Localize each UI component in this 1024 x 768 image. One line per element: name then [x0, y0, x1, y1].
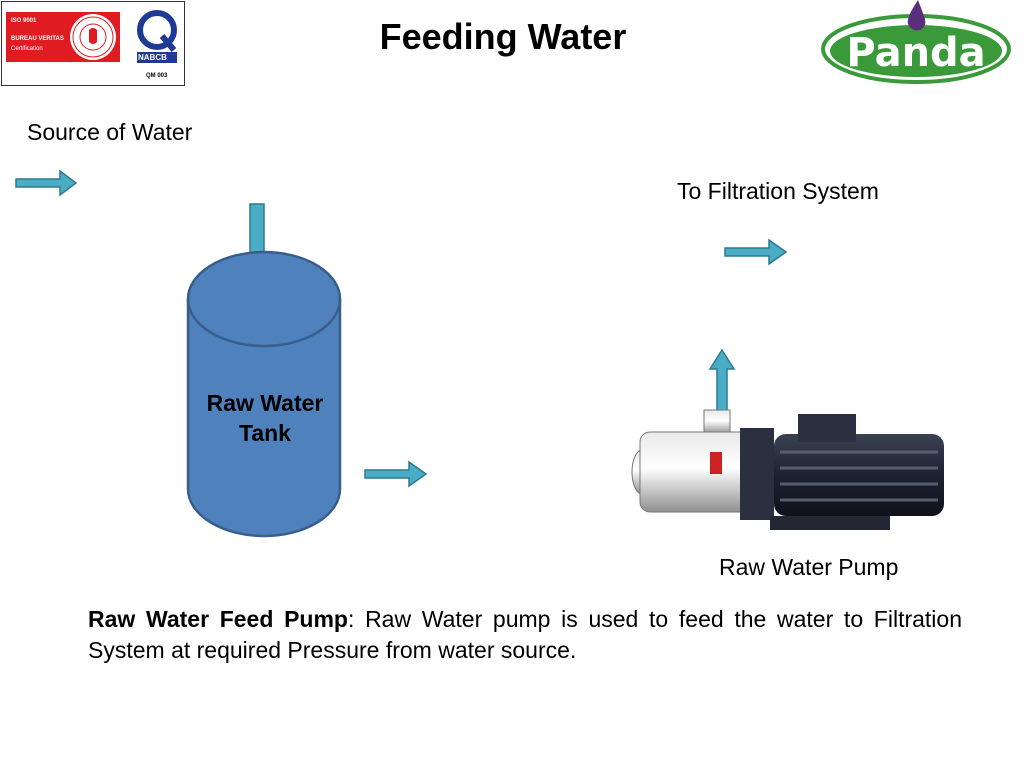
filtration-system-label: To Filtration System	[677, 178, 879, 204]
certification-line: Certification	[11, 46, 43, 52]
source-arrow-icon	[15, 169, 78, 197]
source-of-water-label: Source of Water	[27, 119, 193, 145]
raw-water-pump-image	[631, 409, 944, 530]
tank-label-line1: Raw Water	[206, 390, 324, 416]
description-term: Raw Water Feed Pump	[88, 606, 348, 632]
filtration-arrow-icon	[724, 238, 788, 266]
page-title: Feeding Water	[379, 16, 627, 57]
description-paragraph: Raw Water Feed Pump: Raw Water pump is u…	[88, 604, 962, 666]
bv-line: BUREAU VERITAS	[11, 36, 64, 42]
tank-outflow-arrow-icon	[364, 460, 428, 488]
pump-label: Raw Water Pump	[719, 554, 899, 580]
iso-line: ISO 9001	[11, 18, 37, 24]
tank-label: Raw Water Tank	[189, 388, 341, 448]
bureau-veritas-badge: ISO 9001 BUREAU VERITAS Certification	[6, 12, 120, 62]
nabcb-logo-icon	[134, 6, 180, 78]
pump-up-arrow-icon	[708, 348, 736, 412]
water-drop-icon	[907, 0, 926, 31]
bureau-veritas-seal-icon	[70, 14, 116, 60]
nabcb-text: NABCB	[138, 53, 167, 62]
panda-logo-text: Panda	[846, 30, 985, 76]
panda-logo: Panda	[821, 0, 1011, 84]
certification-logo: ISO 9001 BUREAU VERITAS Certification NA…	[1, 1, 185, 86]
description-text: : Raw Water pump is used to feed the wat…	[88, 606, 962, 663]
raw-water-tank	[186, 250, 342, 538]
tank-label-line2: Tank	[239, 420, 291, 446]
qm-number: QM 003	[146, 73, 168, 79]
